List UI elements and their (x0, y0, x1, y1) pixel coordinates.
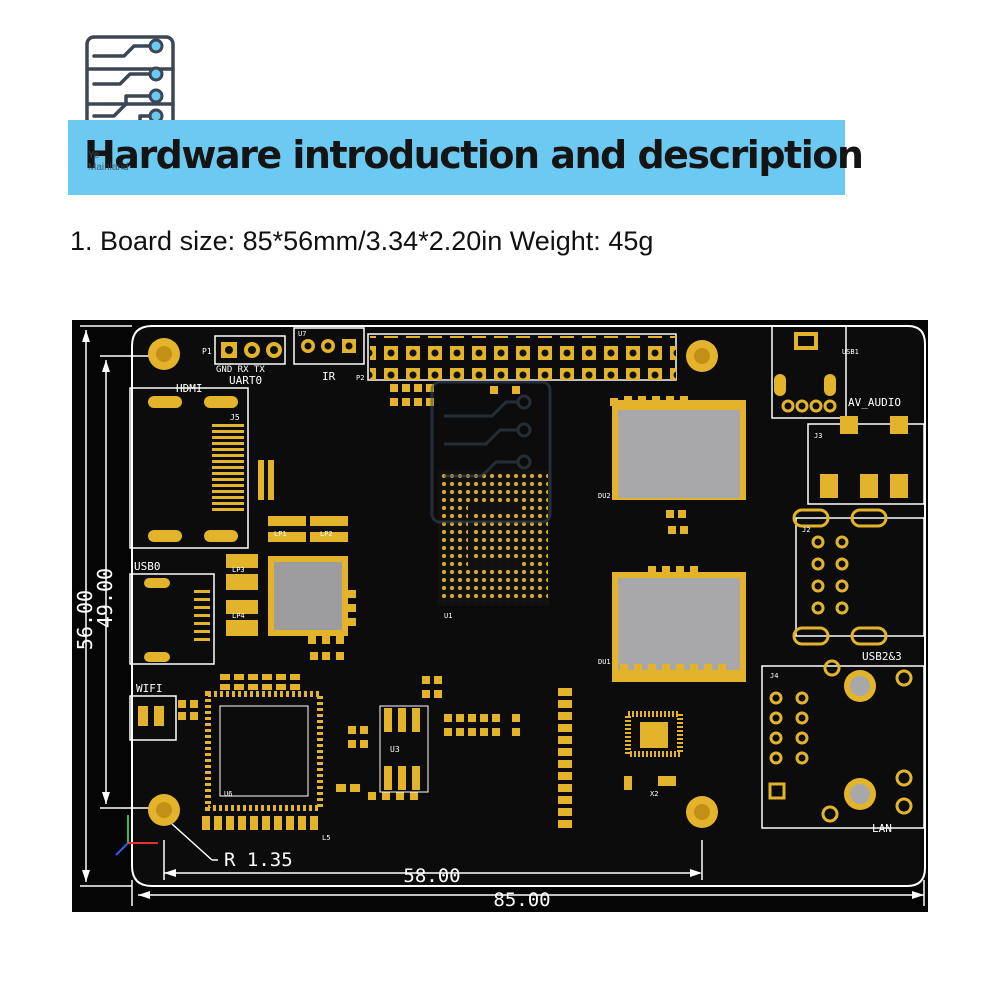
mounting-holes (148, 338, 718, 828)
label-p2: P2 (356, 374, 364, 382)
label-u3: U3 (390, 745, 400, 754)
label-usb1: USB1 (842, 348, 859, 356)
label-wifi: WIFI (136, 682, 163, 695)
dram-chips (610, 396, 746, 682)
dim-height-inner: 49.00 (93, 568, 117, 628)
logo-text: Ye Mainland (88, 150, 178, 174)
label-u7: U7 (298, 330, 306, 338)
av-audio-jack (807, 416, 925, 505)
label-uart: UART0 (229, 374, 262, 387)
small-smd-components (178, 384, 688, 830)
label-p1: P1 (202, 347, 212, 356)
dim-radius: R 1.35 (224, 849, 293, 871)
axis-gizmo-icon (115, 815, 158, 856)
dimension-arrows (82, 330, 924, 899)
watermark-logo-icon (430, 380, 552, 524)
logo-text-line-1: Ye (88, 150, 100, 161)
gpio-header-p2 (367, 333, 677, 381)
label-du2: DU2 (598, 492, 611, 500)
label-lp4: LP4 (232, 612, 245, 620)
title-banner (68, 120, 845, 195)
hdmi-connector (129, 387, 249, 549)
inductors (226, 516, 348, 636)
label-j5: J5 (230, 413, 240, 422)
label-j2: J2 (802, 526, 810, 534)
label-u6: U6 (224, 790, 232, 798)
dimension-lines (80, 325, 925, 906)
resistor-array (558, 688, 572, 828)
qfn-chip-u5 (624, 711, 683, 790)
label-u1: U1 (444, 612, 452, 620)
label-usb2-3: USB2&3 (862, 650, 902, 663)
wifi-antenna (129, 695, 177, 741)
label-lan: LAN (872, 822, 892, 835)
label-ir: IR (322, 370, 336, 383)
pmic-chip (268, 556, 348, 636)
label-usb0: USB0 (134, 560, 161, 573)
usb1-connector (771, 325, 847, 419)
ir-header (293, 327, 365, 365)
label-j4: J4 (770, 672, 778, 680)
label-l5: L5 (322, 834, 330, 842)
usb2-3-connector (792, 508, 925, 646)
label-hdmi: HDMI (176, 382, 203, 395)
logo-text-line-2: Mainland (88, 162, 129, 173)
qfp-chip-u6 (205, 691, 323, 811)
pcb-board-drawing: 56.00 49.00 R 1.35 58.00 85.00 P1 GND RX… (72, 320, 928, 912)
lan-connector (761, 659, 925, 829)
label-j3: J3 (814, 432, 822, 440)
label-lp2: LP2 (320, 530, 333, 538)
label-du1: DU1 (598, 658, 611, 666)
label-av-audio: AV_AUDIO (848, 396, 901, 409)
usb0-connector (129, 573, 215, 665)
label-uart-pins: GND RX TX (216, 365, 265, 375)
page-title: Hardware introduction and description (84, 133, 864, 177)
soic-chip-u3 (379, 705, 429, 793)
label-lp3: LP3 (232, 566, 245, 574)
uart-header (214, 335, 286, 365)
dim-height-outer: 56.00 (73, 590, 97, 650)
label-lp1: LP1 (274, 530, 287, 538)
dim-width: 85.00 (493, 889, 550, 911)
soc-chip-u1 (438, 470, 550, 606)
board-spec-line: 1. Board size: 85*56mm/3.34*2.20in Weigh… (70, 226, 654, 256)
label-x2: X2 (650, 790, 658, 798)
dim-hole-span: 58.00 (403, 865, 460, 887)
